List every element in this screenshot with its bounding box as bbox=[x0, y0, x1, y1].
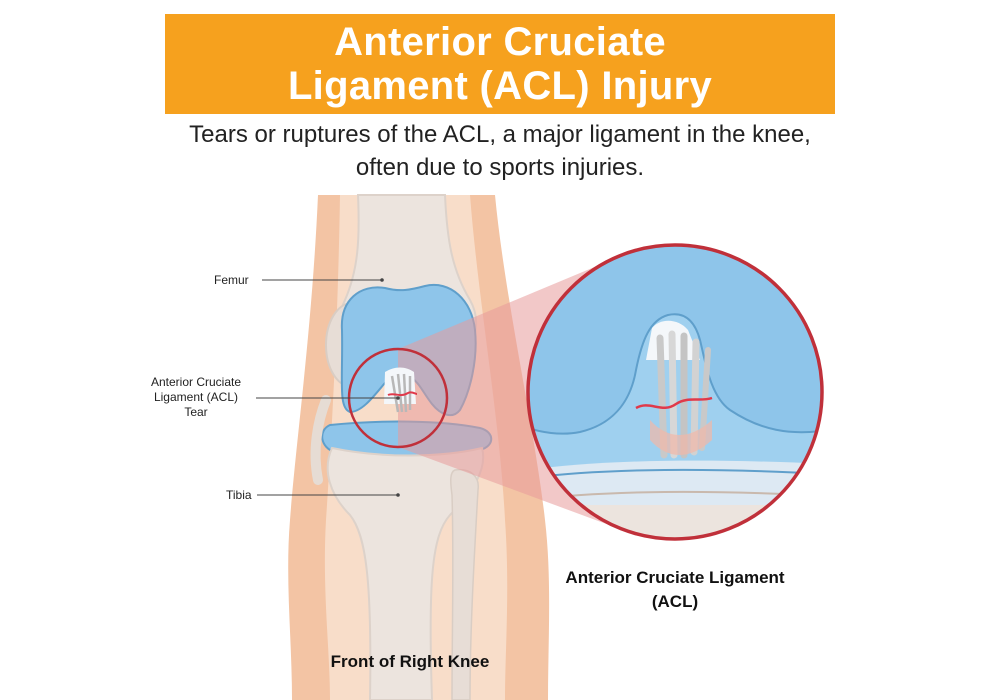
caption-zoom: Anterior Cruciate Ligament (ACL) bbox=[530, 566, 820, 614]
highlight-ring-zoom bbox=[526, 243, 824, 541]
subtitle-line-2: often due to sports injuries. bbox=[355, 154, 645, 181]
label-acl-tear-line-3: Tear bbox=[184, 405, 208, 419]
acl-tear-line bbox=[635, 396, 713, 410]
fibula-bone bbox=[450, 468, 479, 700]
title-banner: Anterior Cruciate Ligament (ACL) Injury bbox=[165, 14, 835, 114]
caption-knee: Front of Right Knee bbox=[330, 652, 490, 671]
caption-zoom-line-2: (ACL) bbox=[651, 592, 699, 611]
subtitle: Tears or ruptures of the ACL, a major li… bbox=[100, 118, 900, 184]
subtitle-line-1: Tears or ruptures of the ACL, a major li… bbox=[189, 121, 811, 148]
title-line-1: Anterior Cruciate bbox=[334, 20, 666, 64]
label-tibia: Tibia bbox=[226, 488, 252, 502]
label-acl-tear: Anterior Cruciate Ligament (ACL) Tear bbox=[138, 375, 254, 420]
label-acl-tear-line-2: Ligament (ACL) bbox=[153, 390, 239, 404]
label-femur: Femur bbox=[214, 273, 249, 287]
side-ligament bbox=[310, 395, 331, 485]
label-acl-tear-line-1: Anterior Cruciate bbox=[150, 375, 242, 389]
zoom-femur-cartilage bbox=[528, 245, 822, 435]
title-line-2: Ligament (ACL) Injury bbox=[287, 64, 713, 108]
acl-zoom-fibers bbox=[650, 330, 712, 459]
caption-zoom-line-1: Anterior Cruciate Ligament bbox=[565, 568, 785, 587]
